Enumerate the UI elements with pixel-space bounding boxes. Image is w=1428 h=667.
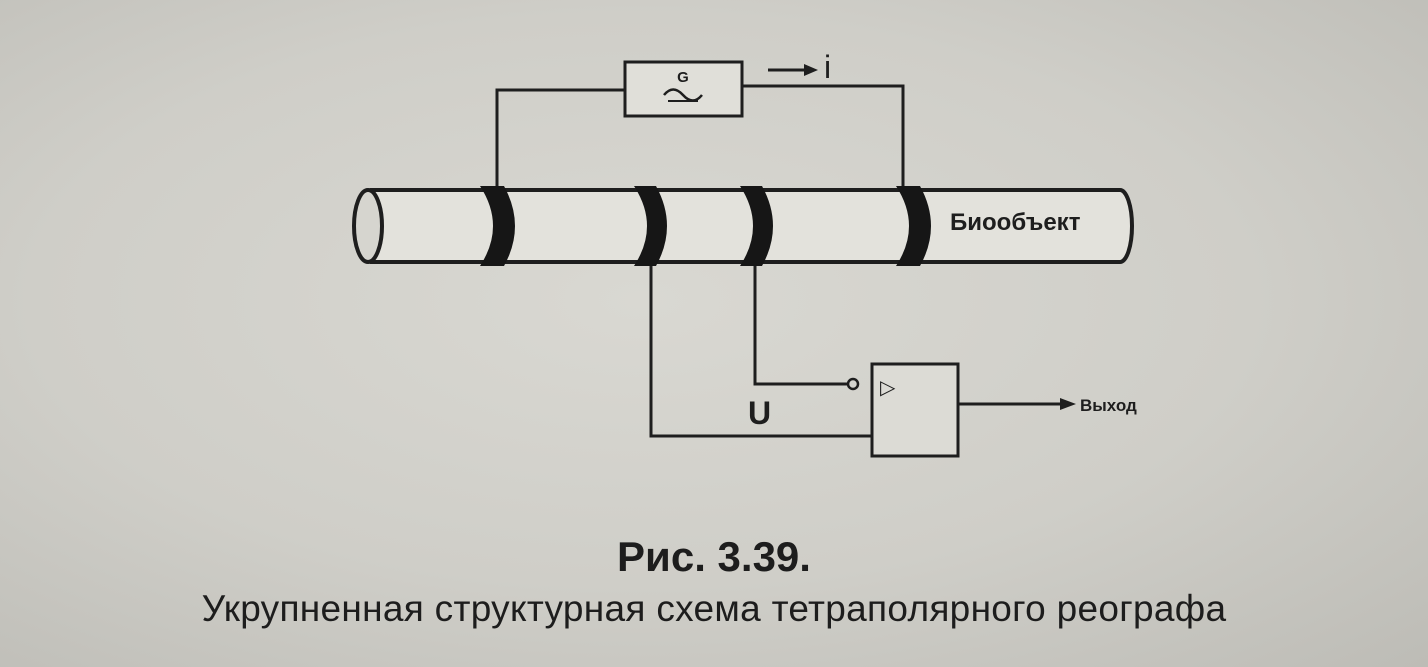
figure-number: Рис. 3.39. <box>617 533 811 580</box>
voltage-label: U <box>748 395 771 431</box>
current-label: i <box>824 49 831 85</box>
electrode-1 <box>480 186 515 266</box>
generator-box <box>623 60 744 118</box>
biobject-label: Биообъект <box>950 209 1081 236</box>
amplifier-symbol: ▷ <box>880 377 896 399</box>
electrode-4 <box>896 186 931 266</box>
electrode-2 <box>634 186 667 266</box>
inverting-input-marker <box>846 377 860 391</box>
generator-label: G <box>677 69 689 86</box>
tetrapolar-rheograph-diagram: Биообъект G i ▷ U Выход <box>352 49 1137 458</box>
output-arrow <box>958 398 1076 410</box>
measurement-wires <box>649 266 872 438</box>
output-label: Выход <box>1080 396 1137 415</box>
current-arrow <box>768 64 818 76</box>
electrode-3 <box>740 186 773 266</box>
figure-title: Укрупненная структурная схема тетраполяр… <box>201 588 1227 629</box>
generator-circuit <box>495 84 905 186</box>
amplifier-box <box>870 362 960 458</box>
body-cylinder <box>352 188 1134 264</box>
